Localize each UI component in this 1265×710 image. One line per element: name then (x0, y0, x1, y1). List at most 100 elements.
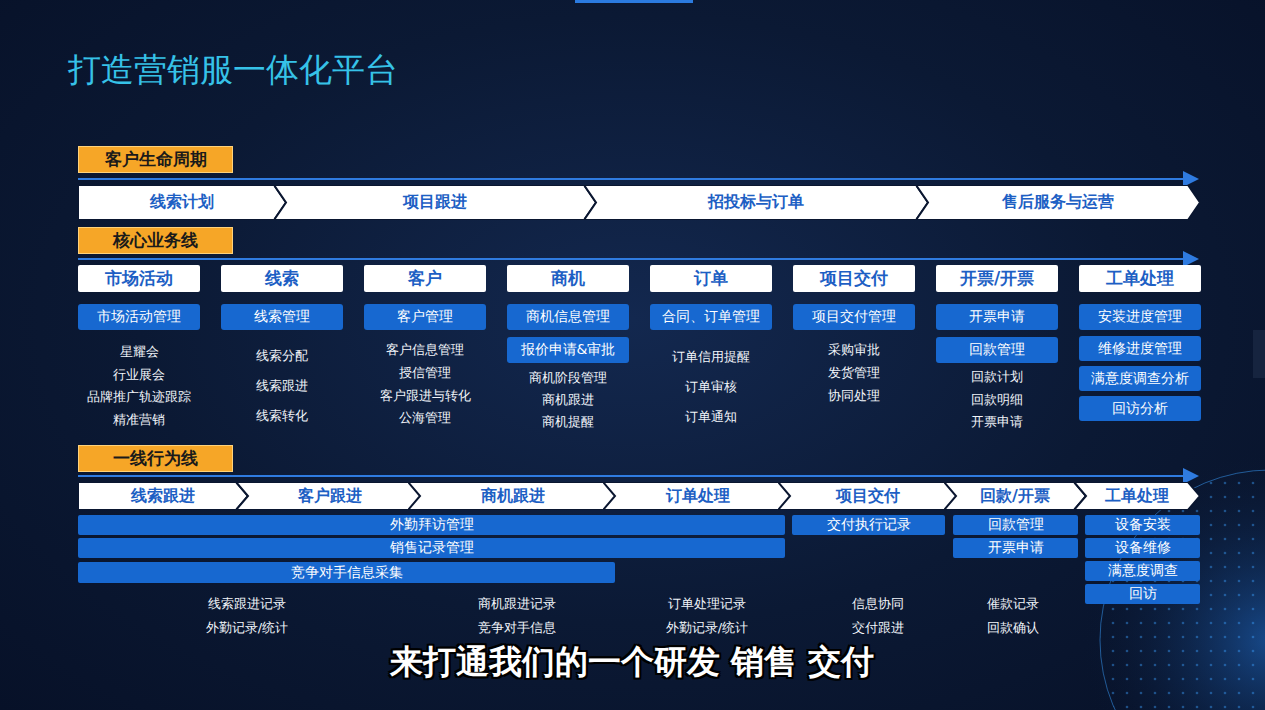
node-text: 开票申请 (988, 539, 1044, 557)
item-label: 行业展会 (113, 366, 165, 384)
item-label: 订单处理记录 (668, 595, 746, 613)
node-text: 工单处理 (1105, 486, 1169, 507)
column-header: 客户 (364, 265, 486, 292)
node-text: 回款管理 (988, 516, 1044, 534)
node-text: 满意度调查 (1108, 562, 1178, 580)
item-label: 回款确认 (987, 619, 1039, 637)
function-box: 开票申请 (936, 304, 1058, 330)
node-text: 项目交付 (820, 267, 888, 290)
node-text: 合同、订单管理 (662, 308, 760, 326)
item-label: 线索分配 (256, 347, 308, 365)
node-text: 线索计划 (150, 192, 214, 213)
node-text: 客户管理 (397, 308, 453, 326)
chevron-step: 线索计划 (78, 185, 286, 220)
function-box: 满意度调查分析 (1079, 366, 1201, 391)
item-label: 商机阶段管理 (529, 369, 607, 387)
item-label: 协同处理 (828, 387, 880, 405)
node-text: 商机跟进 (481, 486, 545, 507)
chevron-outline (78, 482, 248, 510)
column-header: 市场活动 (78, 265, 200, 292)
node-text: 订单 (694, 267, 728, 290)
node-text: 开票申请 (969, 308, 1025, 326)
chevron-outline (236, 482, 424, 510)
item-label: 信息协同 (852, 595, 904, 613)
column-header: 项目交付 (793, 265, 915, 292)
chevron-step: 项目交付 (778, 482, 958, 510)
function-bar: 设备维修 (1085, 538, 1200, 558)
item-label: 授信管理 (399, 364, 451, 382)
item-label: 发货管理 (828, 364, 880, 382)
section-tag: 客户生命周期 (78, 146, 233, 173)
node-text: 回款/开票 (980, 486, 1050, 507)
node-text: 交付执行记录 (827, 516, 911, 534)
node-text: 维修进度管理 (1098, 340, 1182, 358)
node-text: 设备安装 (1115, 516, 1171, 534)
item-label: 回款计划 (971, 368, 1023, 386)
item-label: 订单通知 (685, 408, 737, 426)
chevron-step: 客户跟进 (236, 482, 424, 510)
node-text: 客户 (408, 267, 442, 290)
function-bar: 外勤拜访管理 (78, 515, 785, 535)
function-bar: 交付执行记录 (792, 515, 945, 535)
node-text: 工单处理 (1106, 267, 1174, 290)
top-tab (575, 0, 693, 3)
node-text: 商机信息管理 (526, 308, 610, 326)
chevron-step: 回款/开票 (944, 482, 1086, 510)
function-bar: 竞争对手信息采集 (78, 562, 615, 583)
chevron-outline (408, 482, 618, 510)
chevron-step: 招投标与订单 (584, 185, 928, 220)
item-label: 线索跟进 (256, 377, 308, 395)
item-label: 开票申请 (971, 413, 1023, 431)
function-bar: 回款管理 (953, 515, 1078, 535)
chevron-step: 商机跟进 (408, 482, 618, 510)
item-label: 采购审批 (828, 341, 880, 359)
item-label: 客户跟进与转化 (380, 387, 471, 405)
function-bar: 开票申请 (953, 538, 1078, 558)
chevron-step: 项目跟进 (274, 185, 596, 220)
node-text: 市场活动管理 (97, 308, 181, 326)
column-header: 线索 (221, 265, 343, 292)
item-label: 催款记录 (987, 595, 1039, 613)
item-label: 线索转化 (256, 407, 308, 425)
node-text: 项目交付 (836, 486, 900, 507)
side-tab (1253, 330, 1265, 378)
node-text: 竞争对手信息采集 (291, 564, 403, 582)
node-text: 订单处理 (666, 486, 730, 507)
node-text: 外勤拜访管理 (390, 516, 474, 534)
chevron-step: 订单处理 (603, 482, 793, 510)
node-text: 售后服务与运营 (1002, 192, 1114, 213)
item-label: 商机跟进记录 (478, 595, 556, 613)
title: 打造营销服一体化平台 (68, 48, 398, 93)
column-header: 开票/开票 (936, 265, 1058, 292)
item-label: 客户信息管理 (386, 341, 464, 359)
item-label: 商机提醒 (542, 413, 594, 431)
function-bar: 设备安装 (1085, 515, 1200, 535)
item-label: 外勤记录/统计 (666, 619, 748, 637)
item-label: 竞争对手信息 (478, 619, 556, 637)
function-box: 客户管理 (364, 304, 486, 330)
function-box: 市场活动管理 (78, 304, 200, 330)
item-label: 精准营销 (113, 411, 165, 429)
node-text: 核心业务线 (113, 229, 198, 252)
function-box: 安装进度管理 (1079, 304, 1201, 330)
function-box: 项目交付管理 (793, 304, 915, 330)
node-text: 项目交付管理 (812, 308, 896, 326)
timeline-arrow (78, 475, 1197, 477)
chevron-outline (916, 185, 1200, 220)
node-text: 安装进度管理 (1098, 308, 1182, 326)
chevron-outline (944, 482, 1086, 510)
item-label: 品牌推广轨迹跟踪 (87, 388, 191, 406)
chevron-step: 工单处理 (1074, 482, 1200, 510)
function-box: 回款管理 (936, 337, 1058, 363)
item-label: 商机跟进 (542, 391, 594, 409)
node-text: 回访 (1129, 585, 1157, 603)
function-box: 商机信息管理 (507, 304, 629, 330)
timeline-arrow (78, 258, 1197, 260)
node-text: 客户生命周期 (105, 148, 207, 171)
subtitle-caption: 来打通我们的一个研发 销售 交付 (390, 640, 875, 685)
node-text: 招投标与订单 (708, 192, 804, 213)
chevron-outline (78, 185, 286, 220)
item-label: 订单信用提醒 (672, 348, 750, 366)
function-box: 报价申请&审批 (507, 337, 629, 363)
